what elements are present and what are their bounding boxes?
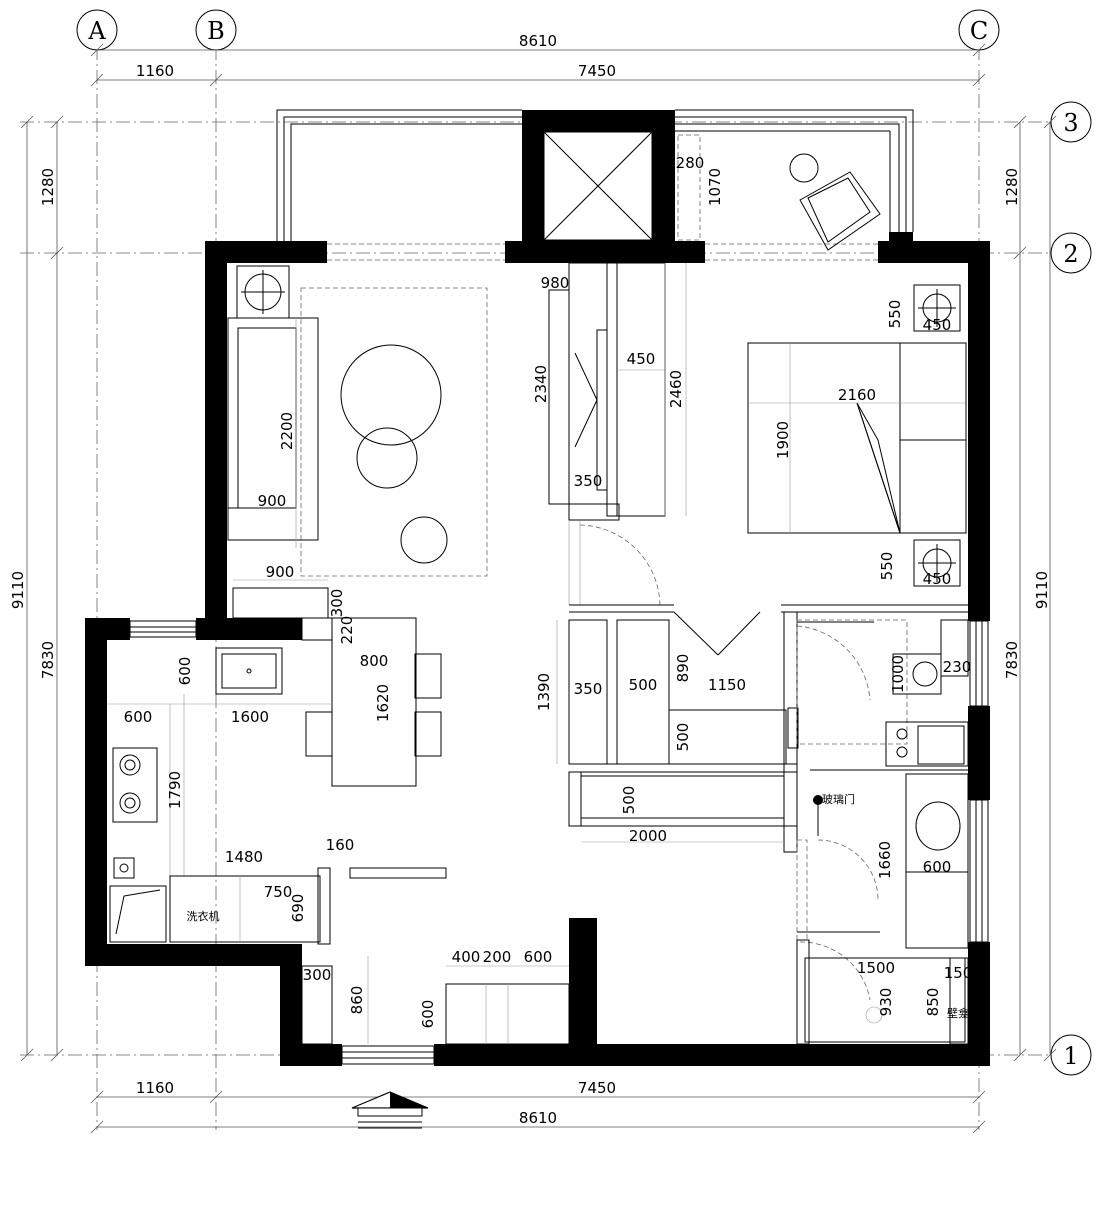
- dim-1500: 1500: [857, 959, 895, 977]
- dim-top-right: 7450: [578, 62, 616, 80]
- windows: [129, 243, 989, 1065]
- axis-bubble-2: 2: [1050, 232, 1092, 274]
- central-storage: [556, 604, 968, 853]
- dim-600-e: 600: [923, 858, 952, 876]
- dim-2460: 2460: [667, 370, 685, 408]
- dim-550-b: 550: [878, 552, 896, 581]
- svg-text:A: A: [87, 17, 106, 45]
- dim-top-left: 1160: [136, 62, 174, 80]
- dim-900-b: 900: [266, 563, 295, 581]
- dim-690: 690: [289, 894, 307, 923]
- dim-860: 860: [348, 986, 366, 1015]
- dim-2340: 2340: [532, 365, 550, 403]
- label-washer: 洗衣机: [187, 909, 220, 923]
- axis-bubble-c: C: [958, 9, 1000, 51]
- label-glass-door: 玻璃门: [822, 792, 855, 806]
- dim-300-a: 300: [328, 589, 346, 618]
- axis-bubble-3: 3: [1050, 101, 1092, 143]
- dim-bottom-left: 1160: [136, 1079, 174, 1097]
- axis-bubble-b: B: [195, 9, 237, 51]
- dim-2000: 2000: [629, 827, 667, 845]
- dimension-lines: [20, 43, 1057, 1134]
- dim-890: 890: [674, 654, 692, 683]
- dim-600-c: 600: [524, 948, 553, 966]
- dim-2200: 2200: [278, 412, 296, 450]
- dim-450-a: 450: [627, 350, 656, 368]
- bathroom: [796, 619, 969, 1045]
- dim-930: 930: [877, 988, 895, 1017]
- dim-300-b: 300: [303, 966, 332, 984]
- axis-bubble-1: 1: [1050, 1034, 1092, 1076]
- dining-area: [301, 617, 442, 787]
- dim-1390: 1390: [535, 673, 553, 711]
- svg-text:B: B: [207, 17, 225, 45]
- dim-1150: 1150: [708, 676, 746, 694]
- dim-left-bottom: 7830: [39, 641, 57, 679]
- svg-text:2: 2: [1063, 240, 1078, 268]
- label-niche: 壁龛: [947, 1006, 969, 1020]
- dim-1070: 1070: [706, 168, 724, 206]
- dim-left-total: 9110: [9, 571, 27, 609]
- dim-450-b: 450: [923, 316, 952, 334]
- dim-500-a: 500: [629, 676, 658, 694]
- dim-350-a: 350: [574, 472, 603, 490]
- central-closet: [548, 262, 687, 606]
- dim-500-c: 500: [620, 786, 638, 815]
- dim-450-c: 450: [923, 570, 952, 588]
- glass-door-pivot: [813, 795, 823, 805]
- dim-230: 230: [943, 658, 972, 676]
- axis-bubble-a: A: [76, 9, 118, 51]
- dim-500-b: 500: [674, 723, 692, 752]
- walls: [85, 232, 990, 1066]
- dim-150: 150: [944, 964, 973, 982]
- dim-400: 400: [452, 948, 481, 966]
- dim-right-total: 9110: [1033, 571, 1051, 609]
- dim-200: 200: [483, 948, 512, 966]
- dim-980: 980: [541, 274, 570, 292]
- dim-1660: 1660: [876, 841, 894, 879]
- dim-2160: 2160: [838, 386, 876, 404]
- svg-text:3: 3: [1063, 109, 1078, 137]
- balcony-furniture: [677, 134, 881, 251]
- dim-600-a: 600: [176, 657, 194, 686]
- kitchen: [107, 647, 447, 945]
- svg-text:1: 1: [1063, 1042, 1078, 1070]
- entrance: [301, 956, 570, 1045]
- entry-arrow-icon: [351, 1091, 429, 1129]
- dim-550-a: 550: [886, 300, 904, 329]
- dim-bottom-right: 7450: [578, 1079, 616, 1097]
- dim-160: 160: [326, 836, 355, 854]
- dim-bottom-total: 8610: [519, 1109, 557, 1127]
- dim-600-b: 600: [124, 708, 153, 726]
- dim-600-d: 600: [419, 1000, 437, 1029]
- living-room: [227, 265, 488, 619]
- dim-1620: 1620: [374, 684, 392, 722]
- dim-1480: 1480: [225, 848, 263, 866]
- dim-1000: 1000: [889, 655, 907, 693]
- svg-text:C: C: [970, 17, 988, 45]
- dim-right-top: 1280: [1003, 168, 1021, 206]
- dim-right-bottom: 7830: [1003, 641, 1021, 679]
- bedroom: [747, 284, 967, 587]
- dim-220: 220: [338, 616, 356, 645]
- dim-800: 800: [360, 652, 389, 670]
- shaft: [522, 110, 675, 262]
- dim-900-a: 900: [258, 492, 287, 510]
- dim-750: 750: [264, 883, 293, 901]
- dim-280: 280: [676, 154, 705, 172]
- dim-850: 850: [924, 988, 942, 1017]
- dim-1790: 1790: [166, 771, 184, 809]
- dim-1900: 1900: [774, 421, 792, 459]
- dim-1600: 1600: [231, 708, 269, 726]
- dim-left-top: 1280: [39, 168, 57, 206]
- balcony-railing: [276, 109, 914, 241]
- dim-top-total: 8610: [519, 32, 557, 50]
- dim-350-b: 350: [574, 680, 603, 698]
